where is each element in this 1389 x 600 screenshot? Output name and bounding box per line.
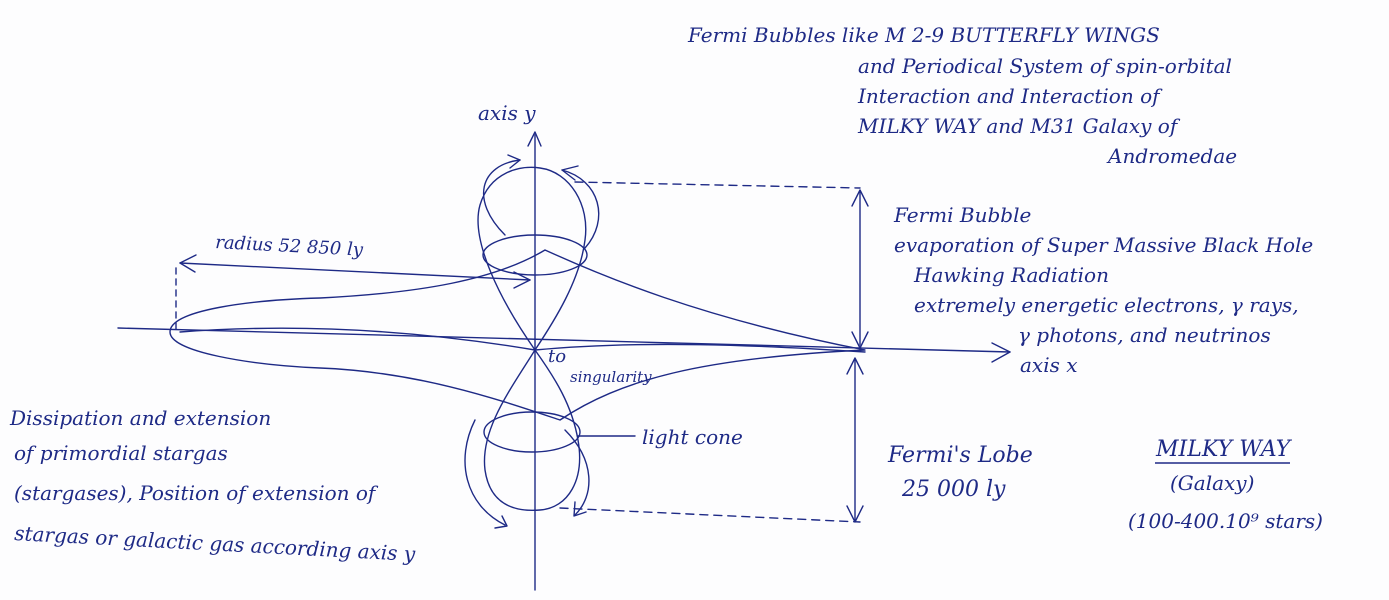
radius-label: radius 52 850 ly — [215, 232, 365, 261]
dissipation-line-3: (stargases), Position of extension of — [14, 481, 379, 505]
singularity-label-to: to — [548, 346, 566, 367]
milky-way-title: MILKY WAY — [1155, 437, 1293, 462]
fermi-bubble-line-1: Fermi Bubble — [893, 203, 1031, 227]
title-line-3: Interaction and Interaction of — [857, 84, 1163, 108]
axis-x-line — [117, 327, 1011, 353]
upper-rotation-arc-right — [561, 169, 600, 249]
radius-arrow-line — [179, 262, 531, 281]
lower-rotation-arc-left — [464, 419, 506, 526]
title-line-2: and Periodical System of spin-orbital — [858, 54, 1232, 78]
axis-x-label: axis x — [1020, 353, 1078, 377]
light-cone-label: light cone — [642, 425, 743, 449]
bubble-top-dashed-line — [574, 181, 861, 189]
upper-rotation-arc-left — [482, 159, 521, 236]
fermi-bubble-line-4: extremely energetic electrons, γ rays, — [914, 293, 1299, 317]
radius-arrowhead-right — [513, 271, 531, 289]
title-line-5: Andromedae — [1106, 144, 1237, 168]
title-line-1: Fermi Bubbles like M 2-9 BUTTERFLY WINGS — [687, 23, 1160, 47]
axis-y-label: axis y — [478, 101, 536, 125]
lower-cone — [483, 349, 581, 512]
lobe-height-arrowhead-bottom — [846, 505, 864, 523]
bubble-height-arrowhead-top — [851, 189, 869, 207]
galaxy-disk-outline — [169, 249, 866, 421]
upper-cone — [477, 166, 587, 351]
lobe-height-arrowhead-top — [846, 357, 864, 375]
upper-rotation-arrow-left — [507, 154, 521, 169]
upper-cone-ellipse — [482, 234, 588, 276]
radius-arrowhead-left — [179, 254, 197, 273]
dissipation-line-2: of primordial stargas — [14, 441, 228, 465]
dissipation-line-4: stargas or galactic gas according axis y — [14, 521, 417, 566]
milky-way-galaxy: (Galaxy) — [1170, 471, 1254, 495]
fermi-lobe-title: Fermi's Lobe — [887, 443, 1033, 468]
dissipation-line-1: Dissipation and extension — [9, 406, 271, 430]
axis-x-arrowhead — [991, 342, 1011, 363]
lower-rotation-arrow-right — [573, 501, 587, 517]
axis-y-arrowhead — [527, 131, 542, 147]
singularity-label-word: singularity — [570, 368, 652, 386]
fermi-lobe-size: 25 000 ly — [901, 477, 1006, 502]
upper-rotation-arrow-right — [561, 165, 579, 181]
lobe-bottom-dashed-line — [559, 507, 861, 523]
fermi-bubble-line-2: evaporation of Super Massive Black Hole — [894, 233, 1313, 257]
lower-rotation-arc-right — [564, 429, 590, 516]
milky-way-stars: (100-400.10⁹ stars) — [1128, 509, 1323, 533]
lower-rotation-arrow-left — [494, 515, 508, 529]
lower-cone-ellipse — [483, 411, 581, 453]
fermi-bubble-line-3: Hawking Radiation — [913, 263, 1109, 287]
bubble-height-arrowhead-bottom — [851, 331, 869, 349]
title-line-4: MILKY WAY and M31 Galaxy of — [857, 114, 1181, 138]
fermi-bubble-line-5: γ photons, and neutrinos — [1018, 323, 1271, 347]
